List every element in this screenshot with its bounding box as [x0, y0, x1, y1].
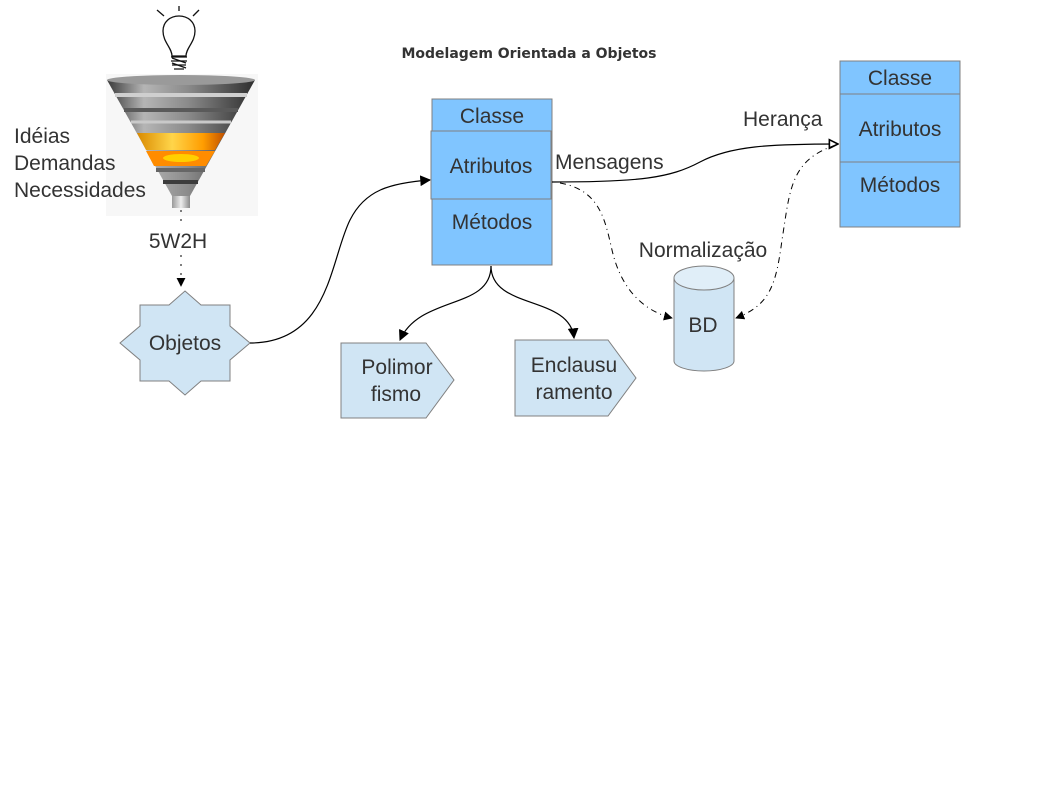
class-main[interactable]: Classe Atributos Métodos: [430, 98, 553, 266]
funnel-label-demandas: Demandas: [14, 152, 116, 175]
enclausuramento-node[interactable]: Enclausu ramento: [514, 339, 637, 417]
label-5w2h: 5W2H: [149, 230, 207, 253]
database-label: BD: [688, 314, 717, 337]
polimorfismo-line2: fismo: [371, 383, 421, 406]
class-parent-header: Classe: [868, 67, 932, 90]
database-node[interactable]: BD: [673, 265, 735, 372]
connector-normalizacao-right[interactable]: [735, 144, 837, 320]
objetos-label: Objetos: [149, 332, 221, 355]
funnel-label-ideias: Idéias: [14, 125, 70, 148]
label-heranca: Herança: [743, 108, 823, 131]
class-parent[interactable]: Classe Atributos Métodos: [839, 60, 961, 228]
connector-class-to-polimorfismo[interactable]: [399, 265, 492, 341]
connector-objetos-to-class[interactable]: [249, 175, 432, 344]
class-main-attributes: Atributos: [450, 155, 533, 178]
objetos-node[interactable]: Objetos: [119, 290, 251, 396]
connector-heranca[interactable]: [551, 144, 838, 183]
funnel-icon: [106, 74, 258, 216]
funnel-label-necessidades: Necessidades: [14, 179, 146, 202]
polimorfismo-line1: Polimor: [361, 356, 432, 379]
connector-normalizacao-left[interactable]: [559, 182, 673, 321]
class-parent-attributes: Atributos: [859, 118, 942, 141]
enclausuramento-line2: ramento: [535, 381, 612, 404]
enclausuramento-line1: Enclausu: [531, 354, 617, 377]
label-mensagens: Mensagens: [555, 151, 664, 174]
class-main-header: Classe: [460, 105, 524, 128]
polimorfismo-node[interactable]: Polimor fismo: [340, 342, 455, 419]
class-parent-methods: Métodos: [860, 174, 941, 197]
label-bg: [143, 228, 213, 252]
class-main-methods: Métodos: [452, 211, 533, 234]
diagram-title: Modelagem Orientada a Objetos: [401, 46, 656, 62]
connector-class-to-enclausuramento[interactable]: [490, 265, 579, 340]
lightbulb-icon: [156, 6, 200, 70]
label-normalizacao: Normalização: [639, 239, 767, 262]
